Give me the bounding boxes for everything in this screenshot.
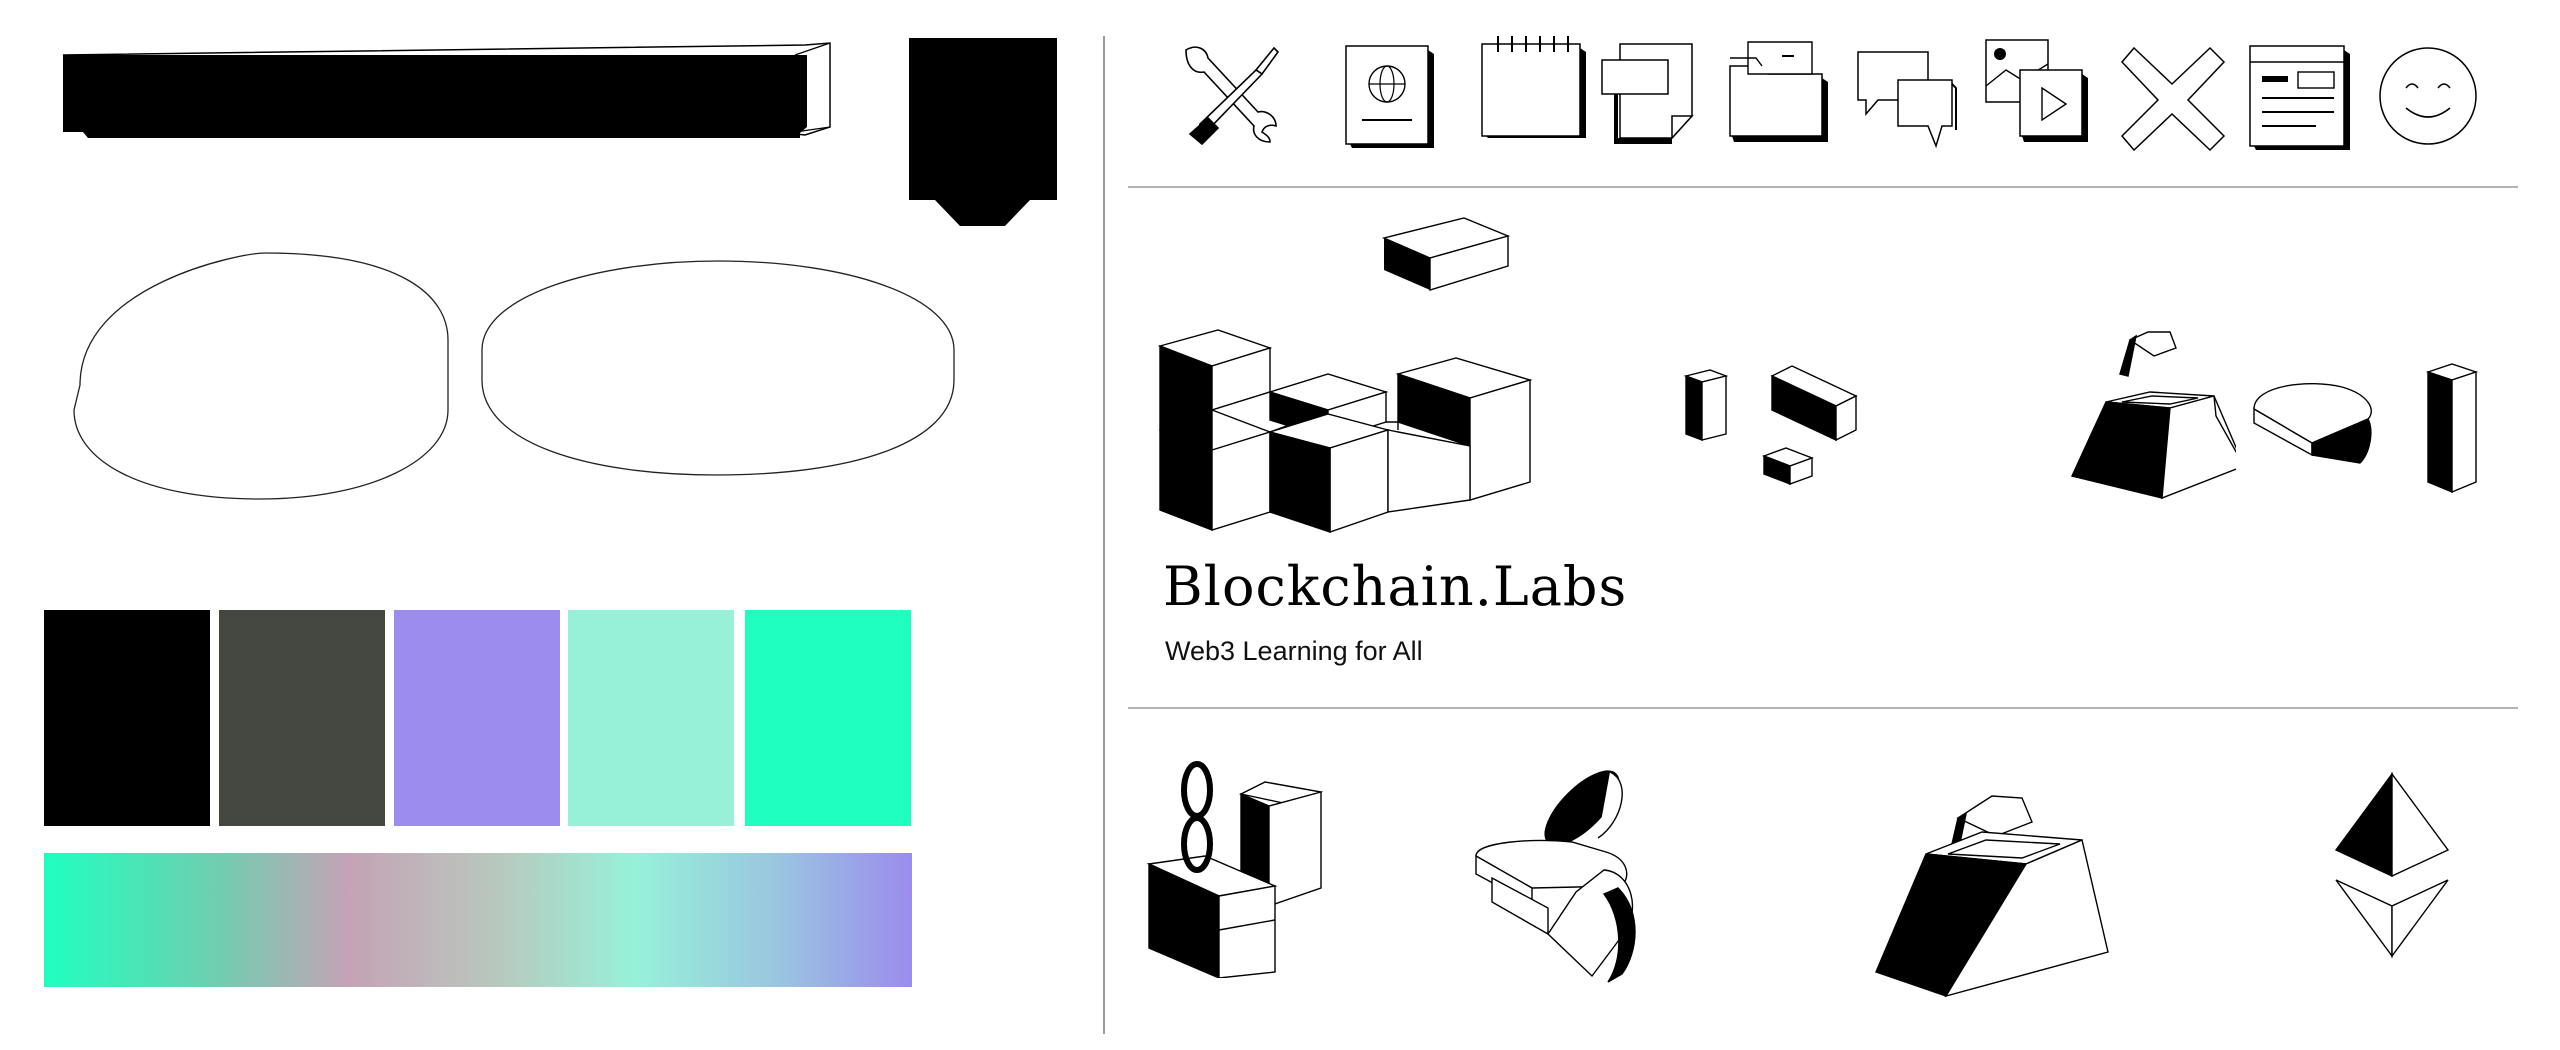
- open-box-lid: [2071, 331, 2236, 500]
- horizontal-divider-top: [1128, 186, 2518, 188]
- oval-right: [481, 260, 955, 476]
- smiley-icon: [2379, 47, 2477, 145]
- pillar-block: [2425, 363, 2479, 494]
- scattered-blocks: [1683, 365, 1858, 486]
- oval-left: [73, 252, 449, 500]
- swatch-charcoal: [219, 610, 385, 826]
- gradient-bar: [44, 853, 912, 987]
- chat-bubbles-icon: [1857, 51, 1957, 149]
- brand-name: Blockchain.Labs: [1163, 555, 1628, 618]
- coin-drop: [1475, 770, 1636, 983]
- swatch-lavender: [394, 610, 560, 826]
- horizontal-divider-bottom: [1128, 707, 2518, 709]
- swatch-mint: [745, 610, 911, 826]
- passport-icon: [1345, 45, 1434, 148]
- vertical-divider: [1103, 36, 1105, 1034]
- media-gallery-icon: [1985, 39, 2088, 142]
- tag-shape: [909, 38, 1057, 226]
- folder-icon: [1729, 41, 1828, 142]
- chain-blocks: [1146, 761, 1323, 978]
- sticky-notes-icon: [1601, 43, 1694, 144]
- close-icon: [2120, 46, 2226, 152]
- swatch-black: [44, 610, 210, 826]
- notepad-icon: [1481, 36, 1586, 138]
- banner-frame: [62, 42, 831, 138]
- ethereum-icon: [2334, 771, 2450, 959]
- swatch-mint-light: [568, 610, 734, 826]
- half-disc: [2253, 382, 2372, 464]
- pyramid-box: [1875, 795, 2109, 998]
- brand-tagline: Web3 Learning for All: [1165, 636, 1423, 666]
- tools-icon: [1185, 46, 1280, 146]
- floating-block: [1381, 217, 1511, 291]
- staircase-blocks: [1158, 329, 1533, 533]
- document-icon: [2249, 45, 2350, 150]
